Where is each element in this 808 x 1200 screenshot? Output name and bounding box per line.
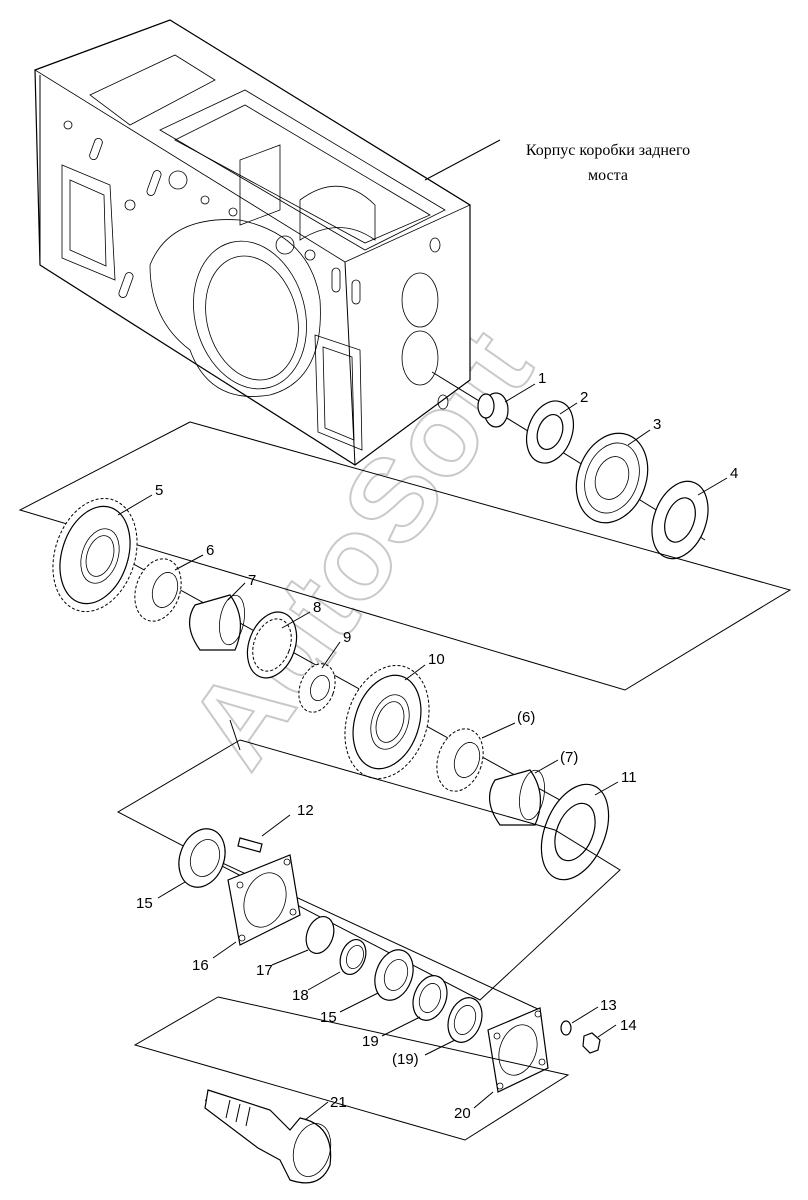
callout-16: 16 xyxy=(192,957,209,974)
part-11-thrust-washer xyxy=(540,783,610,881)
callout-13: 13 xyxy=(600,997,617,1014)
callout-10: 10 xyxy=(428,651,445,668)
part-18-spacer xyxy=(339,938,367,976)
frame-connector xyxy=(229,719,241,751)
callout-7-repeat: (7) xyxy=(560,749,578,766)
callout-6-repeat: (6) xyxy=(517,709,535,726)
part-12-stud xyxy=(237,837,263,853)
part-8-ring-gear xyxy=(246,611,298,679)
part-19-seal xyxy=(412,975,448,1021)
callout-19: 19 xyxy=(362,1033,379,1050)
callout-1: 1 xyxy=(538,370,546,387)
part-7-sleeve xyxy=(189,594,245,651)
assembly-frame-2 xyxy=(116,739,621,1001)
callout-12: 12 xyxy=(297,802,314,819)
part-15-second-bearing xyxy=(374,949,414,1001)
part-4-washer xyxy=(651,480,709,560)
callout-4: 4 xyxy=(730,465,738,482)
callout-15: 15 xyxy=(136,895,153,912)
callout-3: 3 xyxy=(653,416,661,433)
callout-leaders xyxy=(117,383,728,1121)
caption-leader xyxy=(424,139,501,181)
part-16-bearing-housing xyxy=(227,854,301,946)
part-15-bearing xyxy=(178,828,226,888)
callout-15-repeat: 15 xyxy=(320,1009,337,1026)
part-3-bearing xyxy=(575,432,649,524)
part-2-washer xyxy=(526,400,574,464)
part-21-flanged-shaft xyxy=(204,1089,332,1184)
part-7-second-sleeve xyxy=(489,769,545,826)
part-5-gear xyxy=(52,497,138,613)
assembly-frame-1 xyxy=(18,421,792,691)
caption-line-2: моста xyxy=(588,167,628,184)
part-6-second-spline-hub xyxy=(436,728,484,792)
callout-14: 14 xyxy=(620,1017,637,1034)
part-6-spline-hub xyxy=(134,558,182,622)
caption-line-1: Корпус коробки заднего xyxy=(526,142,690,159)
rear-axle-gearbox-housing xyxy=(34,19,471,466)
callout-7: 7 xyxy=(248,572,256,589)
part-10-gear xyxy=(344,664,430,780)
callout-18: 18 xyxy=(292,987,309,1004)
callout-6: 6 xyxy=(206,542,214,559)
callout-11: 11 xyxy=(621,769,637,786)
part-14-nut xyxy=(582,1032,601,1054)
part-19-second-seal xyxy=(447,997,483,1043)
part-13-washer xyxy=(560,1020,572,1036)
callout-2: 2 xyxy=(580,389,588,406)
callout-19-repeat: (19) xyxy=(392,1051,419,1068)
assembly-frame-3 xyxy=(133,996,570,1141)
part-17-retaining-ring xyxy=(305,916,335,954)
callout-9: 9 xyxy=(343,629,351,646)
callout-21: 21 xyxy=(330,1094,347,1111)
part-1-bushing xyxy=(477,392,509,428)
callout-5: 5 xyxy=(155,482,163,499)
callout-8: 8 xyxy=(313,599,321,616)
part-9-coupling xyxy=(298,663,336,713)
callout-20: 20 xyxy=(454,1105,471,1122)
part-20-cover-flange xyxy=(487,1007,549,1093)
callout-17: 17 xyxy=(256,962,273,979)
